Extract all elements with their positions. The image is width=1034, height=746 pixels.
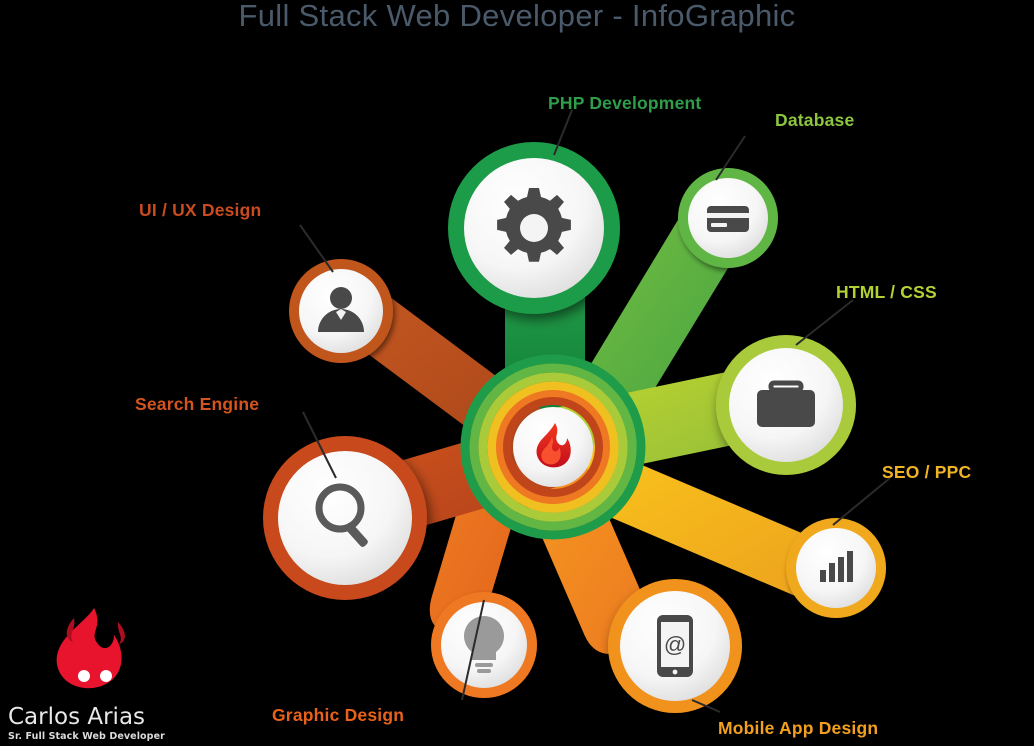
at-phone-icon: @ [657,615,693,677]
label-html-css: HTML / CSS [836,282,937,302]
label-database: Database [775,110,855,130]
briefcase-icon [757,380,815,427]
label-seo-ppc: SEO / PPC [882,462,972,482]
brand-watermark: Carlos Arias Sr. Full Stack Web Develope… [8,606,188,742]
flame-icon [536,423,571,468]
gear-icon [497,188,571,262]
node-seo-ppc[interactable] [786,518,886,618]
svg-text:@: @ [664,632,686,657]
magnifier-icon [315,483,368,547]
node-php-development[interactable] [448,142,620,314]
node-graphic-design[interactable] [431,592,537,698]
bar-chart-icon [820,551,853,582]
brand-subtitle: Sr. Full Stack Web Developer [8,731,165,742]
label-graphic-design: Graphic Design [272,705,405,725]
node-html-css[interactable] [716,335,856,475]
node-ui-ux-design[interactable] [289,259,393,363]
card-icon [707,206,749,232]
node-mobile-app-design[interactable]: @ [608,579,742,713]
label-mobile-app-design: Mobile App Design [718,718,879,738]
page-title: Full Stack Web Developer - InfoGraphic [238,0,796,33]
label-leader-lines [299,109,891,713]
label-search-engine: Search Engine [135,394,260,414]
user-icon [318,287,364,332]
flame-logo-icon [56,608,125,689]
label-ui-ux-design: UI / UX Design [139,200,262,220]
node-database[interactable] [678,168,778,268]
center-rings [460,354,646,540]
node-search-engine[interactable] [263,436,427,600]
brand-name: Carlos Arias [8,704,146,730]
node-center-hub[interactable] [513,407,593,487]
label-php-development: PHP Development [548,93,702,113]
